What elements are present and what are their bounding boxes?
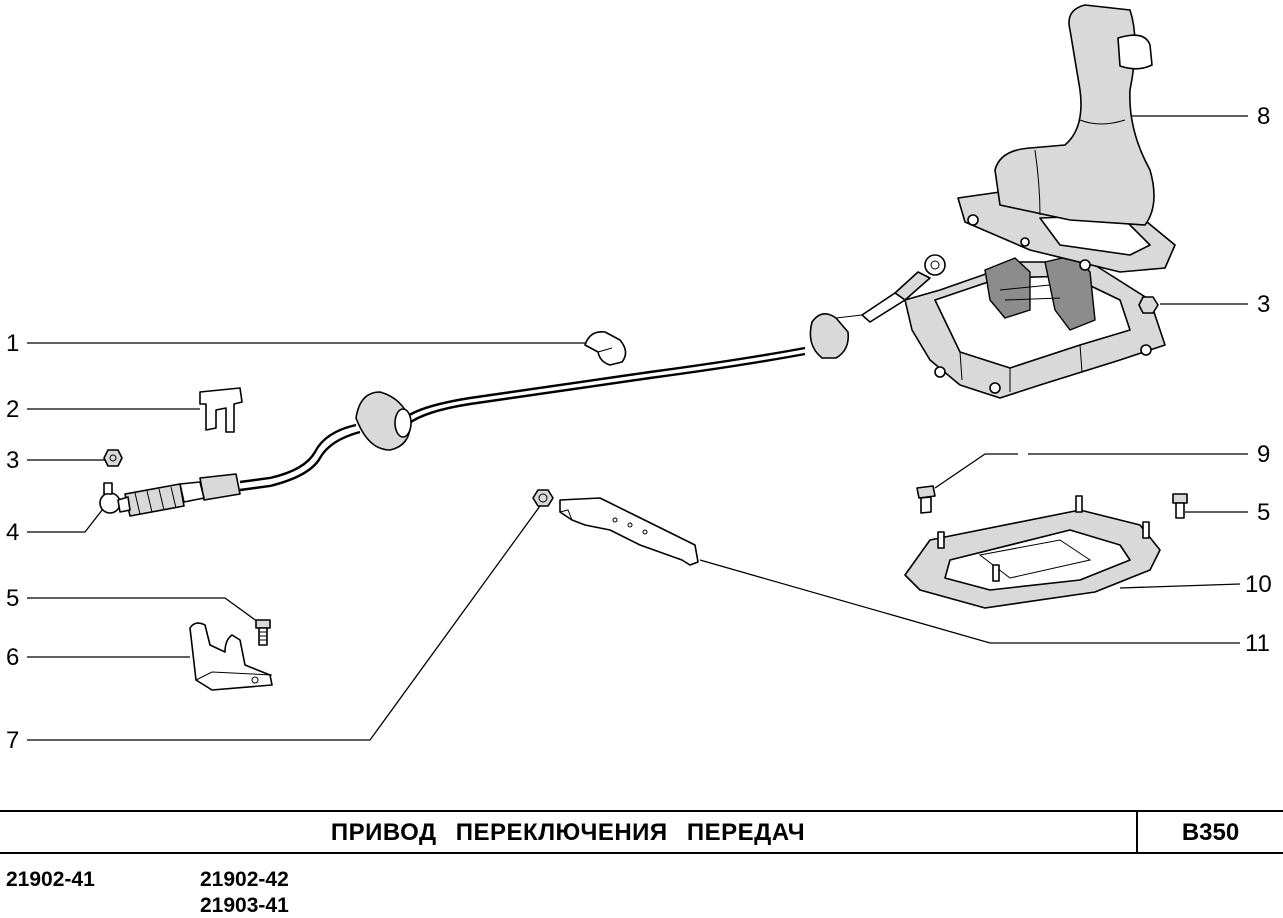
callout-3-left: 3: [6, 447, 19, 474]
callout-6: 6: [6, 644, 19, 671]
bolt-left: [255, 619, 271, 646]
callout-3-right: 3: [1257, 291, 1270, 318]
callout-7: 7: [6, 727, 19, 754]
base-plate: [904, 495, 1161, 609]
title-block: ПРИВОД ПЕРЕКЛЮЧЕНИЯ ПЕРЕДАЧ B350: [0, 810, 1283, 854]
diagram-title: ПРИВОД ПЕРЕКЛЮЧЕНИЯ ПЕРЕДАЧ: [330, 819, 806, 846]
bolt-right-9: [916, 485, 936, 514]
gear-shift-assembly: [904, 4, 1176, 399]
model-code-right-1: 21902-42: [200, 868, 289, 891]
callout-1: 1: [6, 330, 19, 357]
mounting-bracket: [189, 622, 273, 691]
cable-clip: [584, 330, 627, 366]
callout-11: 11: [1245, 630, 1270, 657]
shift-cable: [99, 254, 946, 517]
callout-4: 4: [6, 519, 19, 546]
title-divider: [1136, 812, 1138, 852]
callout-labels: 1 2 3 4 5 6 7 8 3 9 5 10 11: [6, 103, 1272, 754]
callout-5-left: 5: [6, 585, 19, 612]
diagram-code: B350: [1181, 819, 1240, 846]
model-code-left: 21902-41: [6, 868, 95, 891]
callout-5-right: 5: [1257, 499, 1270, 526]
spring-clip: [199, 387, 243, 433]
nut-middle: [532, 489, 554, 507]
cable-support-bracket: [559, 497, 699, 566]
leader-lines: [27, 115, 1248, 741]
bolt-right-5: [1172, 493, 1188, 519]
callout-2: 2: [6, 396, 19, 423]
model-code-right-2: 21903-41: [200, 894, 289, 917]
nut-left: [103, 449, 123, 467]
callout-9: 9: [1257, 441, 1270, 468]
callout-10: 10: [1245, 571, 1272, 598]
callout-8: 8: [1257, 103, 1270, 130]
